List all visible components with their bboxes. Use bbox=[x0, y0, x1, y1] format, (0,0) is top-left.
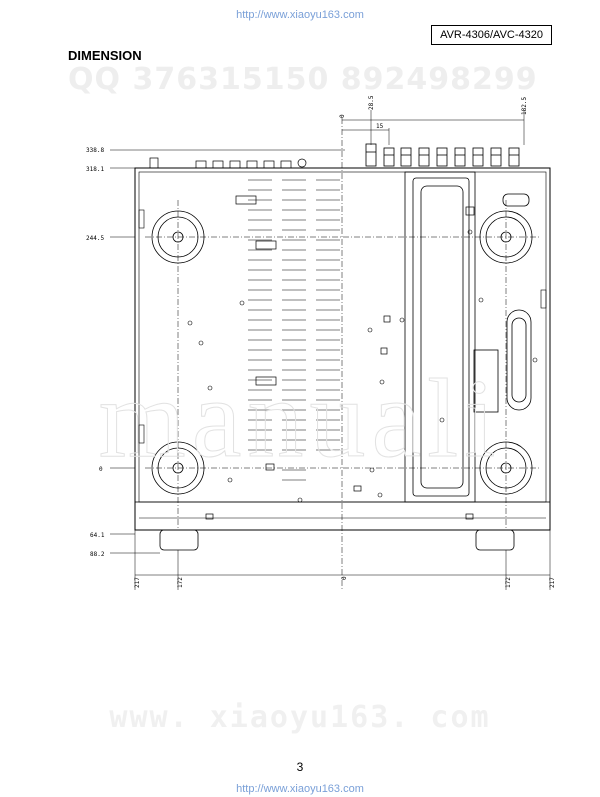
dim-left-3: 0 bbox=[99, 466, 103, 473]
footer-url: http://www.xiaoyu163.com bbox=[236, 783, 364, 795]
dim-left-1: 318.1 bbox=[86, 166, 104, 173]
manuali-watermark: manuali bbox=[98, 357, 502, 482]
page-title: DIMENSION bbox=[68, 48, 142, 63]
qq-watermark: QQ 376315150 892498299 bbox=[68, 62, 538, 97]
dim-bottom-3: 172 bbox=[505, 577, 512, 588]
dim-left-5: 88.2 bbox=[90, 551, 105, 558]
vent-slots bbox=[248, 179, 340, 481]
heatsink bbox=[404, 171, 532, 503]
screw-holes bbox=[187, 229, 538, 503]
dim-top-3: 182.5 bbox=[521, 97, 528, 115]
dim-top-0: 0 bbox=[339, 114, 346, 118]
front-panel bbox=[134, 501, 551, 531]
dim-left-0: 338.8 bbox=[86, 147, 104, 154]
dim-top-2: 15 bbox=[376, 123, 384, 130]
dim-bottom-2: 0 bbox=[341, 576, 348, 580]
speaker-terminals bbox=[365, 143, 520, 167]
top-jacks bbox=[149, 157, 307, 169]
model-label: AVR-4306/AVC-4320 bbox=[431, 25, 552, 45]
dim-left-4: 64.1 bbox=[90, 532, 105, 539]
dim-top-1: 28.5 bbox=[368, 95, 375, 110]
dim-bottom-4: 217 bbox=[549, 577, 556, 588]
site-watermark: www. xiaoyu163. com bbox=[109, 700, 491, 735]
board-blocks bbox=[205, 195, 475, 520]
dim-bottom-1: 172 bbox=[177, 577, 184, 588]
dim-bottom-0: 217 bbox=[134, 577, 141, 588]
header-url: http://www.xiaoyu163.com bbox=[236, 9, 364, 21]
page-number: 3 bbox=[296, 760, 304, 774]
dim-left-2: 244.5 bbox=[86, 235, 104, 242]
